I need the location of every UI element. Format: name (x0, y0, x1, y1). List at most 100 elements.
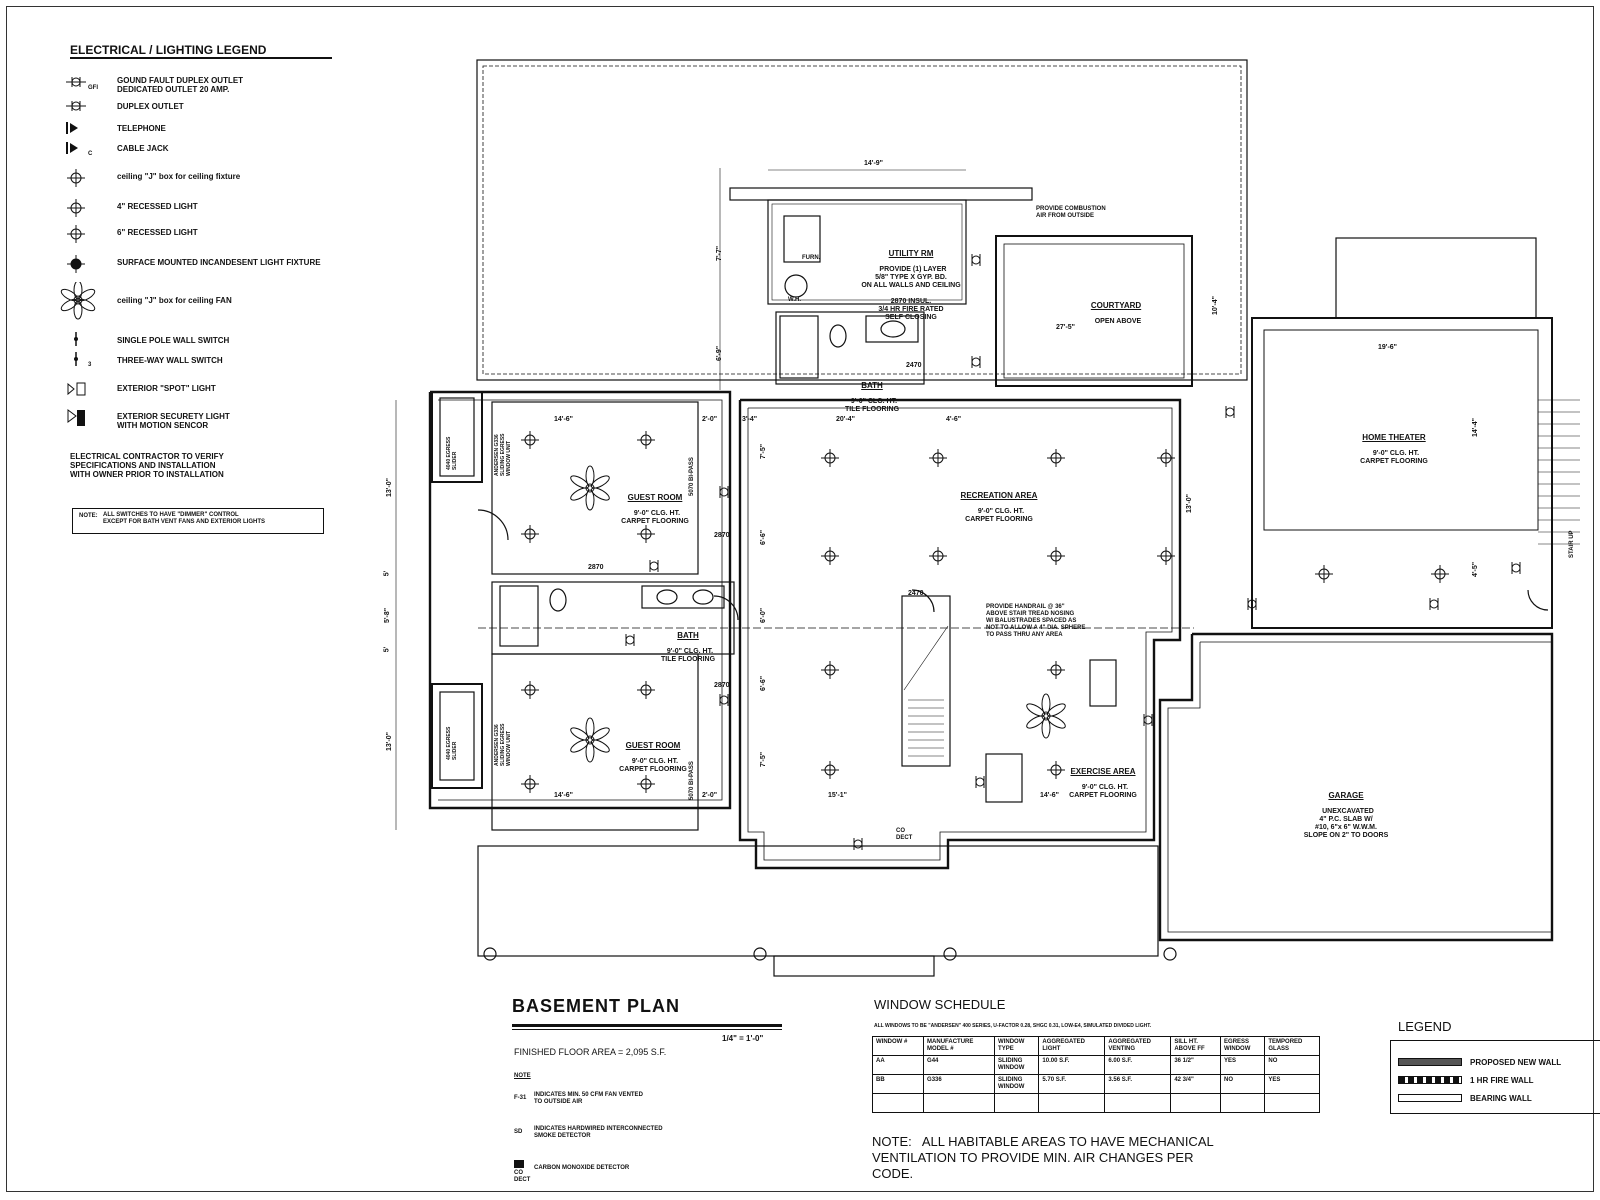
table-cell: 10.00 S.F. (1038, 1055, 1106, 1075)
dim-left-height: 6'-9" (716, 345, 724, 362)
dim-courtyard-width: 27'-5" (1056, 324, 1075, 331)
single-pole-switch-icon (60, 330, 100, 354)
dim-guest2-width: 14'-6" (554, 792, 573, 799)
wall-legend-box (1390, 1040, 1600, 1114)
dim-utility-height: 7'-7" (716, 245, 724, 262)
co-detector-label: CO DECT (896, 828, 913, 841)
dim-rec-a: 3'-4" (742, 416, 758, 423)
recessed-light-icon (1047, 661, 1065, 679)
dim-left-1: 13'-0" (386, 478, 393, 497)
legend-item-label: TELEPHONE (117, 124, 166, 133)
duplex-outlet-icon (625, 634, 635, 646)
proposed-wall-label: PROPOSED NEW WALL (1470, 1058, 1562, 1067)
table-cell: AA (871, 1055, 925, 1075)
utility-room-desc: PROVIDE (1) LAYER 5/8" TYPE X GYP. BD. O… (861, 266, 961, 321)
drawing-border (6, 6, 1594, 1192)
combustion-air-note: PROVIDE COMBUSTION AIR FROM OUTSIDE (1036, 206, 1106, 219)
dim-small-f: 7'-5" (760, 751, 768, 768)
table-header: AGGREGATED VENTING (1104, 1036, 1172, 1056)
door-2470-a: 2470 (908, 590, 924, 597)
recessed-light-icon (1157, 547, 1175, 565)
duplex-outlet-icon (1143, 714, 1153, 726)
recessed-light-icon (521, 525, 539, 543)
legend-item-label: CABLE JACK (117, 144, 169, 153)
door-2470-b: 2470 (906, 362, 922, 369)
dim-rec-c: 4'-6" (946, 416, 962, 423)
legend-item: SURFACE MOUNTED INCANDESENT LIGHT FIXTUR… (60, 252, 360, 276)
dim-rec-height: 13'-0" (1186, 494, 1193, 513)
recessed-light-icon (1157, 449, 1175, 467)
dimmer-note-text: ALL SWITCHES TO HAVE "DIMMER" CONTROL EX… (103, 512, 266, 525)
legend-item-label: DUPLEX OUTLET (117, 102, 184, 111)
recessed-light-icon (521, 431, 539, 449)
recessed-light-icon (637, 431, 655, 449)
lower-bath-label: BATH 9'-0" CLG. HT. TILE FLOORING (660, 631, 716, 664)
legend-icon-subscript: GFI (88, 85, 98, 91)
recessed-light-icon (637, 775, 655, 793)
water-heater-label: W.H. (788, 297, 801, 303)
andersen-window-1: ANDERSEN G336 SLIDING EGRESS WINDOW UNIT (494, 433, 512, 476)
table-cell: YES (1264, 1074, 1320, 1094)
surface-mounted-light-icon (60, 252, 100, 276)
home-theater-label: HOME THEATER 9'-0" CLG. HT. CARPET FLOOR… (1360, 433, 1428, 466)
table-cell: 36 1/2" (1170, 1055, 1222, 1075)
legend-item-label: SINGLE POLE WALL SWITCH (117, 336, 230, 345)
recessed-light-icon (1047, 761, 1065, 779)
recessed-light-icon (1315, 565, 1333, 583)
recessed-light-icon (521, 681, 539, 699)
legend-item: 4" RECESSED LIGHT (60, 196, 360, 220)
dim-guest1-width: 14'-6" (554, 416, 573, 423)
dim-rec-b: 20'-4" (836, 416, 855, 423)
table-header: WINDOW TYPE (994, 1036, 1040, 1056)
legend-item-label: THREE-WAY WALL SWITCH (117, 356, 223, 365)
table-header: EGRESS WINDOW (1220, 1036, 1266, 1056)
dim-courtyard-depth: 10'-4" (1212, 296, 1219, 315)
note-heading: NOTE (514, 1073, 531, 1079)
dim-small-e: 6'-6" (760, 675, 768, 692)
duplex-outlet-icon (975, 776, 985, 788)
door-2870-a: 2870 (714, 532, 730, 539)
door-2870-b: 2870 (588, 564, 604, 571)
table-header: MANUFACTURE MODEL # (923, 1036, 996, 1056)
duplex-outlet-icon (60, 96, 100, 120)
table-cell: NO (1220, 1074, 1266, 1094)
bearing-wall-label: BEARING WALL (1470, 1094, 1532, 1103)
vent-fan-icon: F-31 (514, 1095, 527, 1101)
courtyard-label: COURTYARD OPEN ABOVE (1090, 301, 1142, 326)
garage-label: GARAGE UNEXCAVATED 4" P.C. SLAB W/ #10, … (1303, 791, 1389, 840)
spot-light-icon (60, 378, 100, 402)
table-cell: 42 3/4" (1170, 1074, 1222, 1094)
note-vent-fan: INDICATES MIN. 50 CFM FAN VENTED TO OUTS… (534, 1092, 643, 1105)
recessed-light-icon (637, 681, 655, 699)
dim-small-b: 2'-0" (702, 792, 718, 799)
recessed-light-icon (821, 547, 839, 565)
dimmer-note-label: NOTE: (79, 513, 98, 519)
duplex-outlet-icon (719, 486, 729, 498)
finished-floor-area: FINISHED FLOOR AREA = 2,095 S.F. (514, 1047, 667, 1057)
table-row: BB G336 SLIDING WINDOW 5.70 S.F. 3.56 S.… (871, 1074, 1320, 1094)
dim-left-4: 5' (383, 646, 391, 653)
dim-theater-width: 19'-6" (1378, 344, 1397, 351)
duplex-outlet-icon (971, 356, 981, 368)
guest-room-1-label: GUEST ROOM 9'-0" CLG. HT. CARPET FLOORIN… (621, 493, 689, 526)
legend-item: DUPLEX OUTLET (60, 96, 360, 116)
dim-small-g: 4'-5" (1472, 561, 1480, 578)
legend-item-label: EXTERIOR SECURETY LIGHT WITH MOTION SENC… (117, 412, 230, 430)
andersen-window-2: ANDERSEN G336 SLIDING EGRESS WINDOW UNIT (494, 723, 512, 766)
three-way-switch-icon: 3 (60, 350, 100, 374)
legend-item: 3 THREE-WAY WALL SWITCH (60, 350, 360, 368)
door-2870-c: 2870 (714, 682, 730, 689)
table-cell: SLIDING WINDOW (994, 1074, 1040, 1094)
dim-bottom-a: 15'-1" (828, 792, 847, 799)
window-schedule-table: WINDOW # MANUFACTURE MODEL # WINDOW TYPE… (871, 1036, 1320, 1113)
ceiling-box-fixture-icon (60, 166, 100, 190)
table-cell: BB (871, 1074, 925, 1094)
legend-icon-subscript: 3 (88, 362, 92, 368)
recessed-light-icon (929, 449, 947, 467)
bearing-wall-swatch (1398, 1094, 1462, 1102)
dim-left-2: 5' (383, 570, 391, 577)
legend-item: EXTERIOR SECURETY LIGHT WITH MOTION SENC… (60, 406, 360, 430)
table-cell: 3.56 S.F. (1104, 1074, 1172, 1094)
